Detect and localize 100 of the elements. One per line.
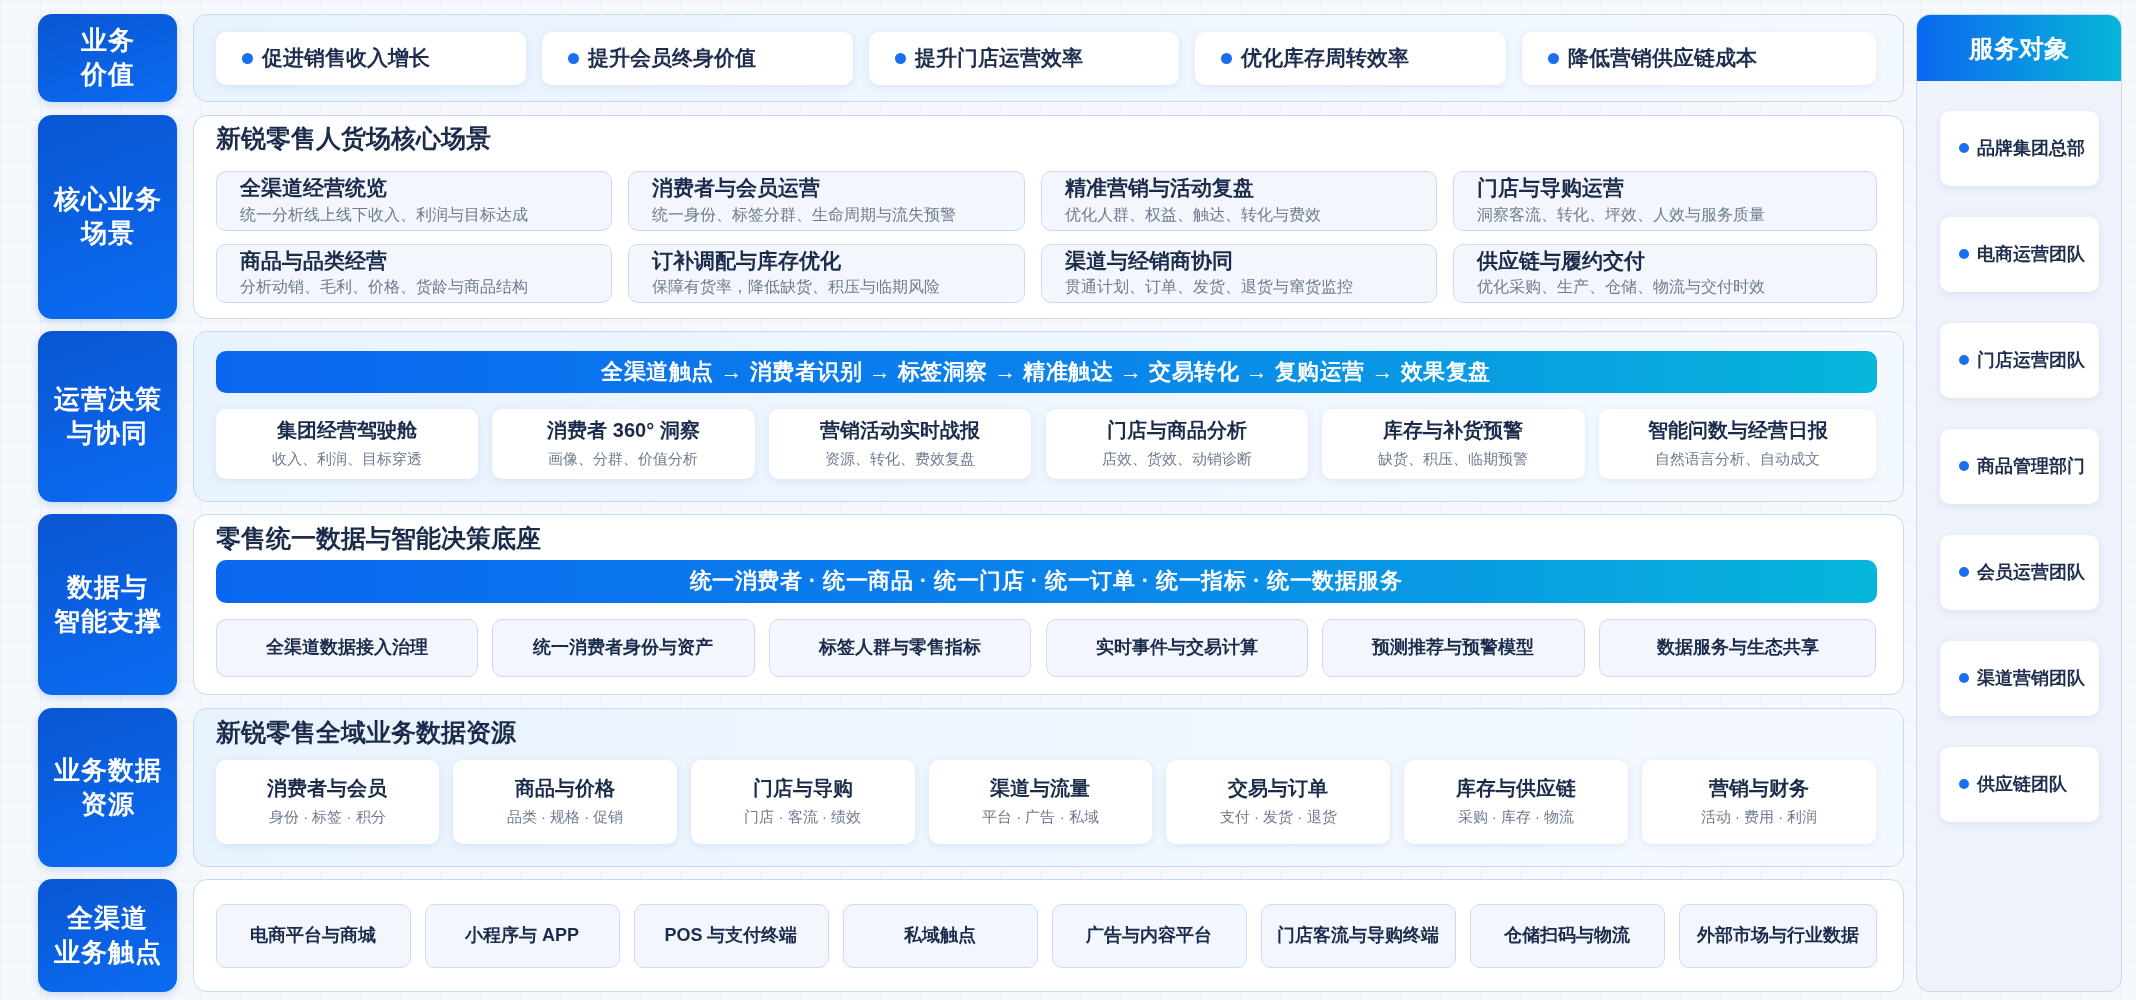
card-subtitle: 资源、转化、费效复盘 [825,449,976,469]
layer-name: 全渠道业务触点 [53,901,162,969]
card-title: 预测推荐与预警模型 [1372,636,1535,659]
layer-panel [193,14,1904,102]
layer-label [38,115,177,319]
data-resource-card [1166,759,1391,844]
card-subtitle: 店效、货效、动销诊断 [1101,449,1252,469]
card-subtitle: 活动 · 费用 · 利润 [1700,807,1818,827]
banner-text: 全渠道触点 → 消费者识别 → 标签洞察 → 精准触达 → 交易转化 → 复购运营 → 效果复盘 [601,357,1491,386]
layer-label [38,14,177,102]
card-title: 广告与内容平台 [1086,924,1212,947]
scenario-card [628,243,1025,303]
audience-card [1939,640,2099,716]
card-title: 商品与品类经营 [239,247,387,274]
data-resource-card [215,759,440,844]
card-title: 营销与财务 [1709,776,1810,802]
scenario-card [1453,170,1877,231]
layer-label [38,879,177,992]
audience-card [1939,746,2099,822]
card-title: 消费者与会员 [267,776,388,802]
capability-card [1045,408,1309,479]
card-title: 门店与商品分析 [1106,418,1247,444]
data-resource-card [453,759,677,844]
audience-name: 电商运营团队 [1976,243,2085,266]
card-subtitle: 分析动销、毛利、价格、货龄与商品结构 [239,277,528,298]
panel-title: 新锐零售全域业务数据资源 [216,717,516,747]
pill-text: 优化库存周转效率 [1241,45,1410,71]
audience-card [1939,216,2099,292]
card-subtitle: 采购 · 库存 · 物流 [1457,807,1575,827]
card-title: 门店与导购 [752,776,853,802]
scenario-card [1453,243,1877,303]
card-subtitle: 画像、分群、价值分析 [548,449,699,469]
card-title: 全渠道经营统览 [239,175,387,202]
card-title: 消费者与会员运营 [652,175,820,202]
scenario-card [215,170,612,231]
card-subtitle: 支付 · 发货 · 退货 [1219,807,1337,827]
card-title: 消费者 360° 洞察 [547,418,700,444]
panel-title: 零售统一数据与智能决策底座 [216,523,541,553]
column-header: 服务对象 [1917,15,2121,81]
layer-label [38,331,177,502]
layer-name: 业务数据资源 [53,753,162,821]
audience-name: 门店运营团队 [1976,349,2085,372]
scenario-card [1040,243,1437,303]
card-title: 数据服务与生态共享 [1656,636,1819,659]
card-title: POS 与支付终端 [664,924,798,947]
card-subtitle: 统一身份、标签分群、生命周期与流失预警 [652,204,956,225]
data-resource-card [690,759,915,844]
capability-card [1322,618,1585,677]
layer-name: 业务价值 [80,24,135,91]
goal-pill [215,31,527,85]
card-title: 门店与导购运营 [1477,175,1624,202]
card-subtitle: 贯通计划、订单、发货、退货与窜货监控 [1064,277,1353,298]
touchpoint-card [215,903,411,968]
touchpoint-card [1260,903,1456,968]
card-title: 外部市场与行业数据 [1696,924,1859,947]
flow-banner [215,350,1877,393]
card-subtitle: 自然语言分析、自动成文 [1655,449,1821,469]
card-title: 私域触点 [904,924,976,947]
card-subtitle: 保障有货率，降低缺货、积压与临期风险 [652,277,940,298]
layer-label [38,514,177,695]
audience-card [1939,534,2099,610]
capability-card [1598,618,1877,677]
capability-card [492,618,755,677]
goal-pill [868,31,1180,85]
card-title: 标签人群与零售指标 [819,636,982,659]
card-title: 全渠道数据接入治理 [265,636,428,659]
data-resource-card [928,759,1153,844]
card-title: 订补调配与库存优化 [652,247,841,274]
panel-title: 新锐零售人货场核心场景 [216,123,491,153]
capability-card [215,618,479,677]
card-title: 渠道与流量 [990,776,1091,802]
layer-panel [193,879,1904,992]
capability-card [1045,618,1309,677]
layer-label [38,708,177,867]
card-subtitle: 品类 · 规格 · 促销 [506,807,624,827]
audience-name: 渠道营销团队 [1976,667,2085,690]
audience-panel [1916,14,2122,992]
layer-name: 数据与智能支撑 [53,570,162,638]
card-subtitle: 收入、利润、目标穿透 [271,449,422,469]
audience-card [1939,110,2099,186]
capability-card [768,618,1032,677]
audience-name: 商品管理部门 [1976,455,2085,478]
touchpoint-card [424,903,620,968]
audience-name: 品牌集团总部 [1976,137,2085,160]
touchpoint-card [842,903,1038,968]
capability-card [215,408,479,479]
card-title: 统一消费者身份与资产 [533,636,714,659]
card-subtitle: 洞察客流、转化、坪效、人效与服务质量 [1477,204,1765,225]
card-title: 渠道与经销商协同 [1064,247,1233,274]
card-title: 商品与价格 [515,776,616,802]
audience-card [1939,322,2099,398]
audience-name: 供应链团队 [1976,773,2067,796]
scenario-card [628,170,1025,231]
foundation-banner [215,559,1877,603]
audience-card [1939,428,2099,504]
card-subtitle: 优化人群、权益、触达、转化与费效 [1064,204,1321,225]
card-title: 集团经营驾驶舱 [276,418,417,444]
pill-text: 提升门店运营效率 [914,45,1083,71]
capability-card [1598,408,1877,479]
card-title: 小程序与 APP [465,924,579,947]
